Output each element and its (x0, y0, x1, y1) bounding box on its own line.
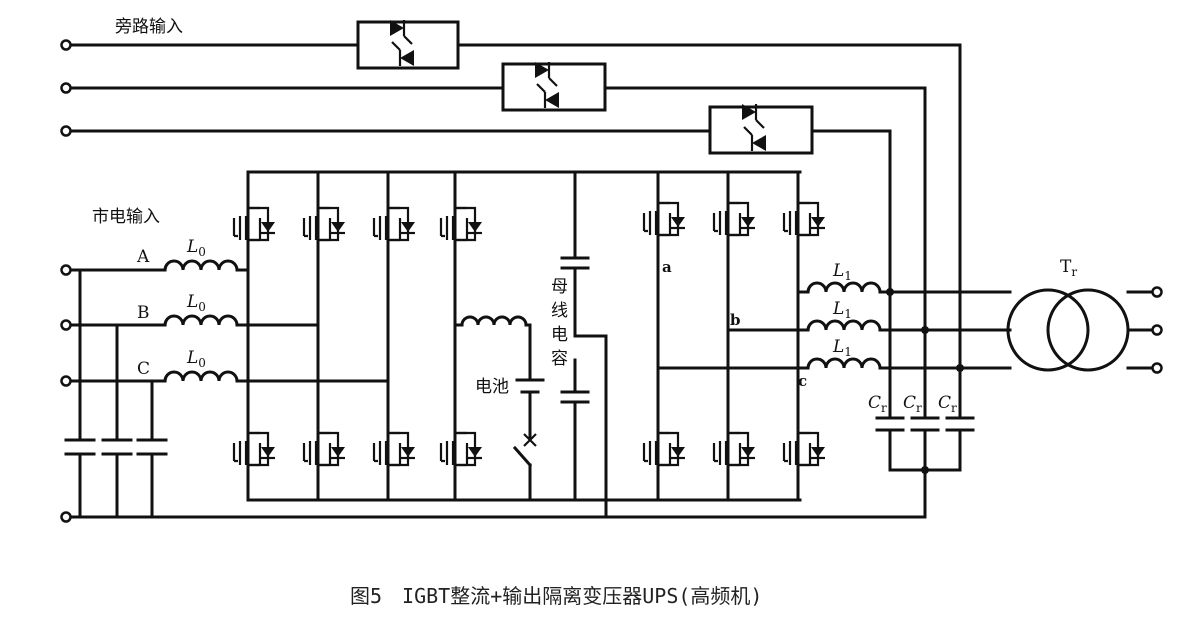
phase-c-label: C (137, 359, 150, 379)
cap-cr-2-label: Cr (903, 393, 922, 415)
battery-branch (453, 315, 545, 502)
phase-b-label: B (137, 303, 150, 323)
rectifier-igbt-c-bottom (372, 413, 417, 485)
dc-bus-capacitor (560, 170, 608, 519)
output-filter (806, 281, 1012, 519)
rectifier-igbt-a-top (232, 188, 277, 260)
rectifier-igbt-b-top (302, 188, 347, 260)
inductor-l1-b-label: L1 (832, 299, 852, 321)
node-a-label: a (662, 258, 672, 276)
bypass-switch-1 (356, 18, 460, 70)
node-b-label: b (730, 311, 741, 329)
inductor-l0-b-label: L0 (186, 292, 206, 314)
output-transformer (1006, 286, 1163, 374)
inverter-igbt-a-top (642, 183, 687, 255)
battery-label: 电池 (475, 377, 509, 397)
dc-bus-cap-label-3: 电 (551, 325, 568, 345)
inductor-l1-c-label: L1 (832, 337, 852, 359)
inductor-l0-c-label: L0 (186, 348, 206, 370)
rectifier-igbt-c-top (372, 188, 417, 260)
mains-input (60, 259, 927, 523)
cap-cr-3-label: Cr (938, 393, 957, 415)
inverter-igbt-c-bottom (782, 413, 827, 485)
phase-a-label: A (136, 247, 150, 267)
figure-caption: 图5 IGBT整流+输出隔离变压器UPS(高频机) (350, 584, 762, 608)
transformer-label: Tr (1060, 257, 1077, 279)
igbt-inverter (642, 170, 827, 502)
dc-bus-cap-label-4: 容 (551, 349, 568, 369)
mains-input-label: 市电输入 (92, 207, 160, 227)
inverter-igbt-a-bottom (642, 413, 687, 485)
bypass-switch-3 (708, 102, 814, 155)
inverter-igbt-b-bottom (712, 413, 757, 485)
charger-igbt-bottom (439, 413, 484, 485)
dc-bus-cap-label-2: 线 (551, 301, 568, 321)
inverter-igbt-c-top (782, 183, 827, 255)
dc-bus-cap-label-1: 母 (551, 277, 568, 297)
mains-terminal-a (60, 264, 72, 276)
node-c-label: c (798, 372, 807, 390)
inductor-l0-a-label: L0 (186, 237, 206, 259)
bypass-terminal-1 (60, 39, 72, 51)
bypass-switch-2 (501, 60, 607, 112)
output-terminal-3 (1151, 362, 1163, 374)
mains-terminal-b (60, 319, 72, 331)
bypass-lines (60, 39, 962, 370)
charger-igbt-top (439, 188, 484, 260)
bypass-terminal-2 (60, 82, 72, 94)
neutral-terminal (60, 511, 72, 523)
mains-terminal-c (60, 375, 72, 387)
igbt-rectifier (232, 170, 802, 502)
inverter-igbt-b-top (712, 183, 757, 255)
bypass-input-label: 旁路输入 (115, 17, 183, 37)
inductor-l1-a-label: L1 (832, 261, 852, 283)
rectifier-igbt-b-bottom (302, 413, 347, 485)
output-terminal-2 (1151, 324, 1163, 336)
output-terminal-1 (1151, 286, 1163, 298)
bypass-terminal-3 (60, 125, 72, 137)
rectifier-igbt-a-bottom (232, 413, 277, 485)
cap-cr-1-label: Cr (868, 393, 887, 415)
